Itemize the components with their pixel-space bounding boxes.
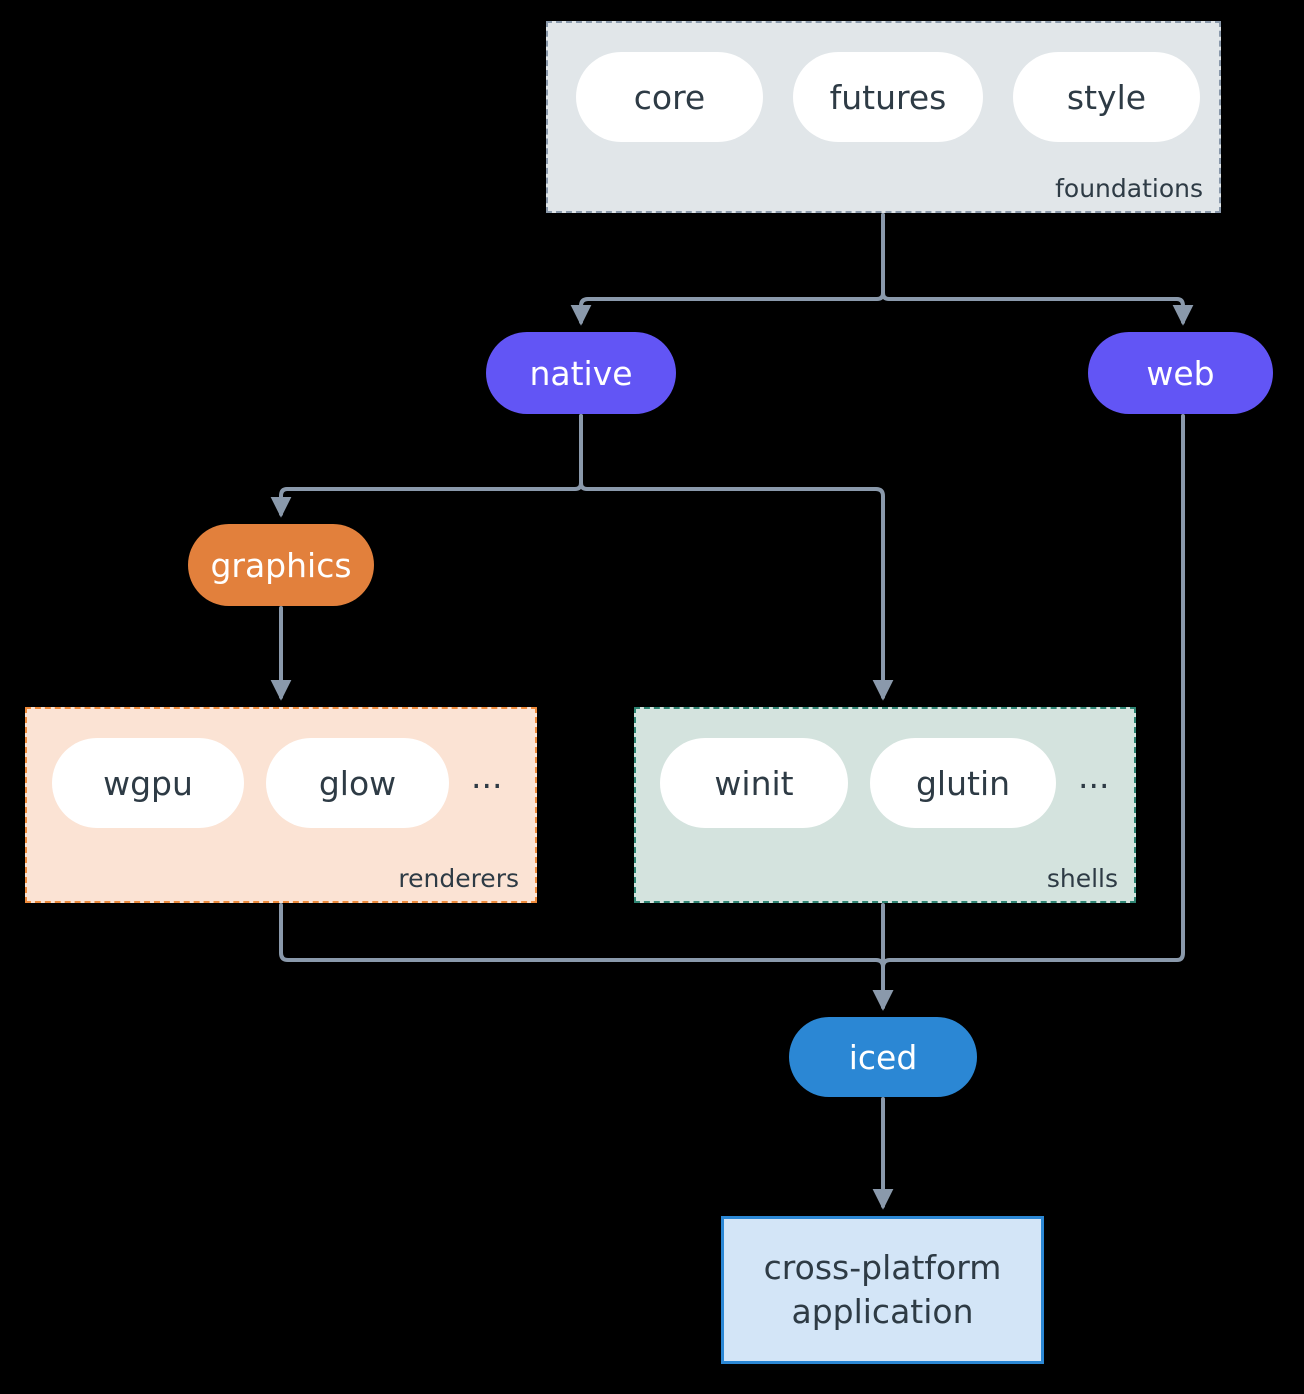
group-label-shells: shells — [1046, 864, 1118, 893]
shells-pill-row: winit glutin ... — [660, 738, 1109, 828]
edge-renderers-iced — [279, 903, 894, 1011]
pill-wgpu[interactable]: wgpu — [52, 738, 244, 828]
pill-glutin[interactable]: glutin — [870, 738, 1056, 828]
renderers-pill-row: wgpu glow ... — [52, 738, 502, 828]
foundations-pill-row: core futures style — [576, 52, 1200, 142]
application-line-2: application — [791, 1292, 974, 1331]
group-label-renderers: renderers — [398, 864, 519, 893]
pill-winit[interactable]: winit — [660, 738, 848, 828]
node-application[interactable]: cross-platform application — [721, 1216, 1044, 1364]
pill-futures[interactable]: futures — [793, 52, 983, 142]
group-label-foundations: foundations — [1055, 174, 1203, 203]
pill-core[interactable]: core — [576, 52, 763, 142]
edge-native-graphics — [270, 414, 583, 518]
node-web[interactable]: web — [1088, 332, 1273, 414]
renderers-more-ellipsis: ... — [471, 756, 503, 796]
application-line-1: cross-platform — [763, 1248, 1002, 1288]
pill-style[interactable]: style — [1013, 52, 1200, 142]
pill-glow[interactable]: glow — [266, 738, 449, 828]
group-shells: winit glutin ... shells — [634, 707, 1136, 903]
edge-native-shells — [579, 414, 894, 701]
shells-more-ellipsis: ... — [1078, 756, 1110, 796]
node-iced[interactable]: iced — [789, 1017, 977, 1097]
edge-foundations-native — [570, 213, 885, 326]
node-graphics[interactable]: graphics — [188, 524, 374, 606]
edge-foundations-web — [881, 213, 1194, 326]
group-renderers: wgpu glow ... renderers — [25, 707, 537, 903]
group-foundations: core futures style foundations — [546, 21, 1221, 213]
node-native[interactable]: native — [486, 332, 676, 414]
